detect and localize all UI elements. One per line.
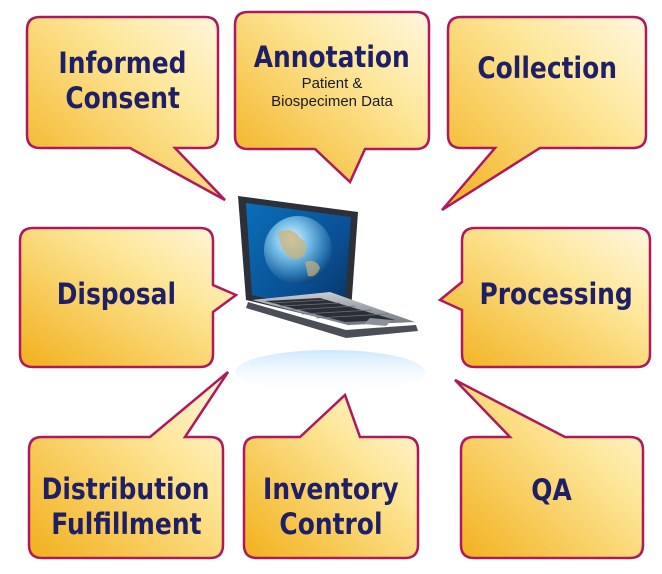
laptop-image (235, 196, 425, 394)
distribution-label: Distribution Fulfillment (29, 466, 223, 548)
annotation-title: Annotation (253, 40, 411, 74)
inventory-line1: Inventory (263, 471, 399, 506)
distribution-line2: Fulfillment (50, 507, 202, 541)
informed-consent-label: Informed Consent (27, 40, 218, 122)
qa-text: QA (531, 473, 573, 508)
processing-label: Processing (462, 270, 650, 320)
inventory-line2: Control (279, 507, 383, 541)
bubble-inventory (242, 392, 420, 560)
inventory-label: Inventory Control (244, 466, 418, 548)
annotation-label: Annotation Patient & Biospecimen Data (235, 40, 429, 140)
bubble-qa (454, 378, 645, 560)
collection-text: Collection (477, 51, 617, 86)
bubble-distribution (27, 371, 230, 560)
bubble-collection (441, 15, 648, 212)
disposal-label: Disposal (20, 270, 213, 320)
annotation-sub2: Biospecimen Data (271, 93, 393, 111)
bubble-annotation (233, 10, 431, 185)
disposal-text: Disposal (56, 277, 177, 312)
collection-label: Collection (448, 44, 646, 94)
bubble-informed-consent (25, 15, 226, 202)
informed-consent-line2: Consent (65, 81, 180, 115)
informed-consent-line1: Informed (58, 45, 187, 80)
qa-label: QA (461, 466, 643, 516)
bubble-processing (437, 226, 652, 369)
annotation-sub1: Patient & (301, 75, 363, 93)
distribution-line1: Distribution (42, 471, 210, 506)
bubble-disposal (18, 226, 239, 369)
processing-text: Processing (479, 277, 633, 312)
